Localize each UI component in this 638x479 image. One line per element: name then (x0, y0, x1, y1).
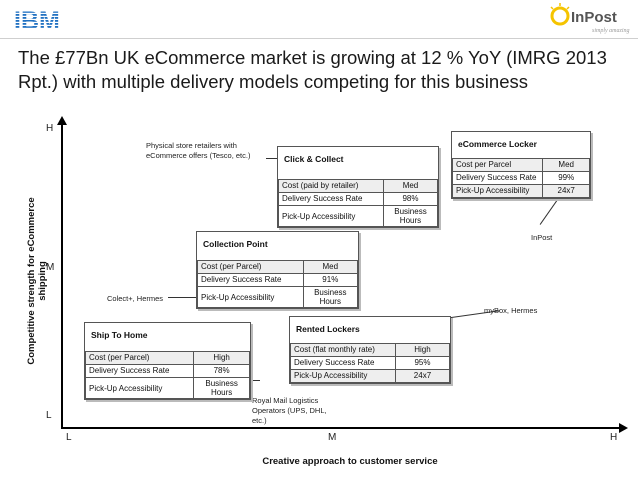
connector-colect-hermes (168, 297, 196, 298)
row-value: Business Hours (302, 286, 359, 308)
y-tick-mid: M (46, 262, 55, 273)
table-row: Delivery Success Rate 78% (84, 364, 250, 378)
x-tick-mid: M (328, 432, 337, 443)
row-value: 91% (302, 273, 359, 287)
table-row: Cost per Parcel Med (451, 158, 590, 172)
metrics-table: Cost per Parcel Med Delivery Success Rat… (451, 158, 590, 198)
ibm-logo: IBM (14, 7, 72, 37)
note-inpost: InPost (531, 233, 553, 242)
row-label: Pick-Up Accessibility (278, 205, 384, 227)
row-label: Pick-Up Accessibility (197, 286, 304, 308)
row-label: Delivery Success Rate (451, 171, 544, 185)
table-row: Cost (flat monthly rate) High (290, 343, 451, 357)
row-value: 24x7 (394, 369, 451, 383)
y-axis-line (61, 124, 63, 428)
inpost-logo-text: InPost (571, 9, 617, 26)
inpost-logo: InPost simply amazing (548, 2, 634, 41)
row-label: Pick-Up Accessibility (451, 184, 544, 198)
row-value: 78% (193, 364, 250, 378)
table-row: Pick-Up Accessibility Business Hours (84, 377, 250, 399)
box-title: Ship To Home (91, 330, 148, 340)
note-colect-hermes: Colect+, Hermes (107, 294, 164, 303)
row-label: Delivery Success Rate (290, 356, 396, 370)
row-label: Cost per Parcel (451, 158, 544, 172)
row-label: Delivery Success Rate (197, 273, 304, 287)
row-label: Delivery Success Rate (84, 364, 195, 378)
table-row: Cost (paid by retailer) Med (278, 179, 439, 193)
note-mybox-hermes: myBox, Hermes (484, 306, 538, 315)
row-value: 98% (382, 192, 439, 206)
x-tick-high: H (610, 432, 618, 443)
row-label: Delivery Success Rate (278, 192, 384, 206)
row-value: 99% (542, 171, 590, 185)
metrics-table: Cost (per Parcel) High Delivery Success … (84, 351, 250, 399)
x-axis-arrow (619, 423, 628, 433)
box-ship-to-home: Ship To Home Cost (per Parcel) High Deli… (84, 322, 251, 400)
box-click-collect: Click & Collect Cost (paid by retailer) … (277, 146, 439, 228)
y-axis-arrow (57, 116, 67, 125)
row-value: Med (542, 158, 590, 172)
connector-inpost (539, 196, 560, 225)
table-row: Pick-Up Accessibility Business Hours (197, 286, 359, 308)
table-row: Delivery Success Rate 99% (451, 171, 590, 185)
note-physical-store: Physical store retailers with eCommerce … (146, 141, 251, 160)
table-row: Cost (per Parcel) Med (197, 260, 359, 274)
box-collection-point: Collection Point Cost (per Parcel) Med D… (196, 231, 359, 309)
row-value: 95% (394, 356, 451, 370)
box-title: eCommerce Locker (458, 139, 537, 149)
metrics-table: Cost (flat monthly rate) High Delivery S… (290, 343, 451, 383)
table-row: Pick-Up Accessibility 24x7 (290, 369, 451, 383)
inpost-tagline: simply amazing (592, 28, 630, 34)
y-tick-low: L (46, 410, 52, 421)
row-value: Med (382, 179, 439, 193)
table-row: Delivery Success Rate 95% (290, 356, 451, 370)
row-value: High (193, 351, 250, 365)
row-label: Pick-Up Accessibility (84, 377, 195, 399)
row-value: Med (302, 260, 359, 274)
connector-royal-mail (250, 380, 260, 381)
slide-title: The £77Bn UK eCommerce market is growing… (18, 47, 607, 92)
note-royal-mail: Royal Mail Logistics Operators (UPS, DHL… (252, 396, 327, 425)
x-axis-label: Creative approach to customer service (262, 456, 438, 467)
row-value: High (394, 343, 451, 357)
box-title: Click & Collect (284, 154, 344, 164)
table-row: Delivery Success Rate 91% (197, 273, 359, 287)
box-title: Collection Point (203, 239, 268, 249)
row-value: 24x7 (542, 184, 590, 198)
connector-physical-store (266, 158, 278, 159)
row-label: Cost (flat monthly rate) (290, 343, 396, 357)
table-row: Pick-Up Accessibility Business Hours (278, 205, 439, 227)
row-label: Cost (per Parcel) (197, 260, 304, 274)
row-label: Cost (per Parcel) (84, 351, 195, 365)
y-tick-high: H (46, 123, 54, 134)
y-axis-label: Competitive strength for eCommerce shipp… (26, 197, 48, 365)
table-row: Delivery Success Rate 98% (278, 192, 439, 206)
table-row: Cost (per Parcel) High (84, 351, 250, 365)
table-row: Pick-Up Accessibility 24x7 (451, 184, 590, 198)
x-tick-low: L (66, 432, 72, 443)
row-label: Pick-Up Accessibility (290, 369, 396, 383)
row-value: Business Hours (382, 205, 439, 227)
header-divider (0, 38, 638, 39)
box-title: Rented Lockers (296, 324, 360, 334)
metrics-table: Cost (per Parcel) Med Delivery Success R… (197, 260, 359, 308)
box-rented-lockers: Rented Lockers Cost (flat monthly rate) … (289, 316, 451, 384)
ibm-logo-text: IBM (14, 8, 60, 32)
box-ecommerce-locker: eCommerce Locker Cost per Parcel Med Del… (451, 131, 591, 199)
row-label: Cost (paid by retailer) (278, 179, 384, 193)
x-axis-line (61, 427, 621, 429)
metrics-table: Cost (paid by retailer) Med Delivery Suc… (278, 179, 439, 227)
row-value: Business Hours (193, 377, 250, 399)
